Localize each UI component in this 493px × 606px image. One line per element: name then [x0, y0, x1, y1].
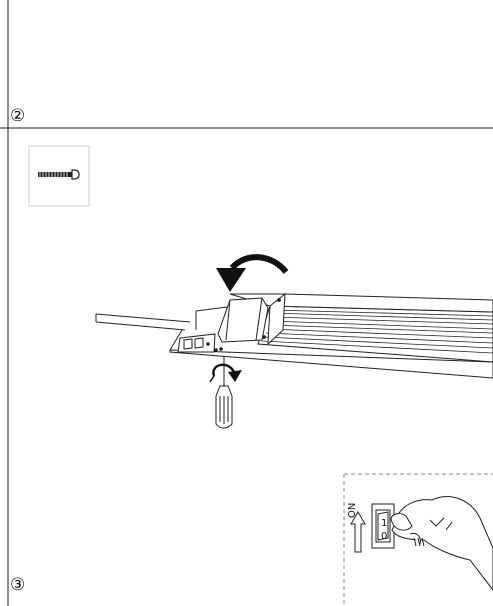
step-3-number: ③ [10, 575, 25, 595]
bracket [177, 333, 223, 353]
end-clip [217, 297, 269, 343]
switch-panel: ON 1 0 [343, 473, 493, 606]
up-arrow-icon [350, 511, 366, 553]
mounting-rail [95, 305, 236, 331]
step-2-number: ② [10, 106, 25, 126]
base-plate [169, 349, 493, 379]
hand-icon [390, 496, 493, 591]
screw-box [28, 145, 90, 207]
rotate-arrow-icon [209, 363, 242, 383]
light-fixture [95, 292, 493, 379]
screwdriver-icon [215, 356, 233, 429]
switch-position-0: 0 [381, 531, 387, 542]
switch-on-label: ON [347, 503, 358, 518]
wall-switch-icon [371, 503, 395, 549]
fixture-fins [261, 309, 493, 354]
screw-icon [38, 169, 80, 180]
switch-position-1: 1 [381, 518, 387, 529]
rotate-arrow-icon [216, 254, 289, 292]
